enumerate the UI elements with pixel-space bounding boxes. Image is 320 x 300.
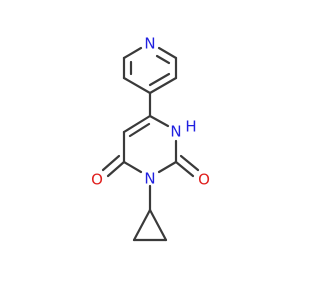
- bond-c6-c5-inner: [128, 122, 151, 138]
- bond-cyclopropyl-right: [148, 208, 168, 242]
- bond-n3-c4: [122, 160, 143, 174]
- bond-n1-c6-inner: [155, 54, 171, 65]
- bond-c2-o-double: [179, 154, 200, 172]
- bond-c6-n1: [148, 114, 170, 128]
- bond-n1-c6: [157, 46, 178, 60]
- amide-hydrogen-label: H: [185, 118, 196, 136]
- bond-c6-c5: [122, 114, 152, 134]
- bond-c4-c5-inner: [148, 72, 171, 87]
- carbonyl-oxygen-2-label: O: [198, 171, 210, 189]
- amide-nitrogen-label: N: [170, 123, 181, 141]
- bond-c2-o: [174, 160, 195, 178]
- ring-nitrogen-label: N: [144, 170, 155, 188]
- bond-cyclopropyl-left: [132, 208, 152, 242]
- bond-c2-n3: [157, 160, 178, 174]
- bond-c4-o: [106, 160, 126, 178]
- molecule-diagram: N N H N O O: [91, 35, 210, 242]
- pyrimidinedione-ring: [122, 114, 178, 174]
- bond-c4-o-double: [101, 154, 121, 172]
- pyridine-ring: [122, 46, 178, 95]
- bond-c3-c4: [122, 76, 152, 95]
- bond-c4-c5: [148, 76, 178, 95]
- cyclopropyl-group: [132, 184, 168, 242]
- carbonyl-oxygen-4-label: O: [91, 171, 103, 189]
- pyridine-nitrogen-label: N: [144, 35, 155, 53]
- bond-n1-c2: [122, 46, 143, 60]
